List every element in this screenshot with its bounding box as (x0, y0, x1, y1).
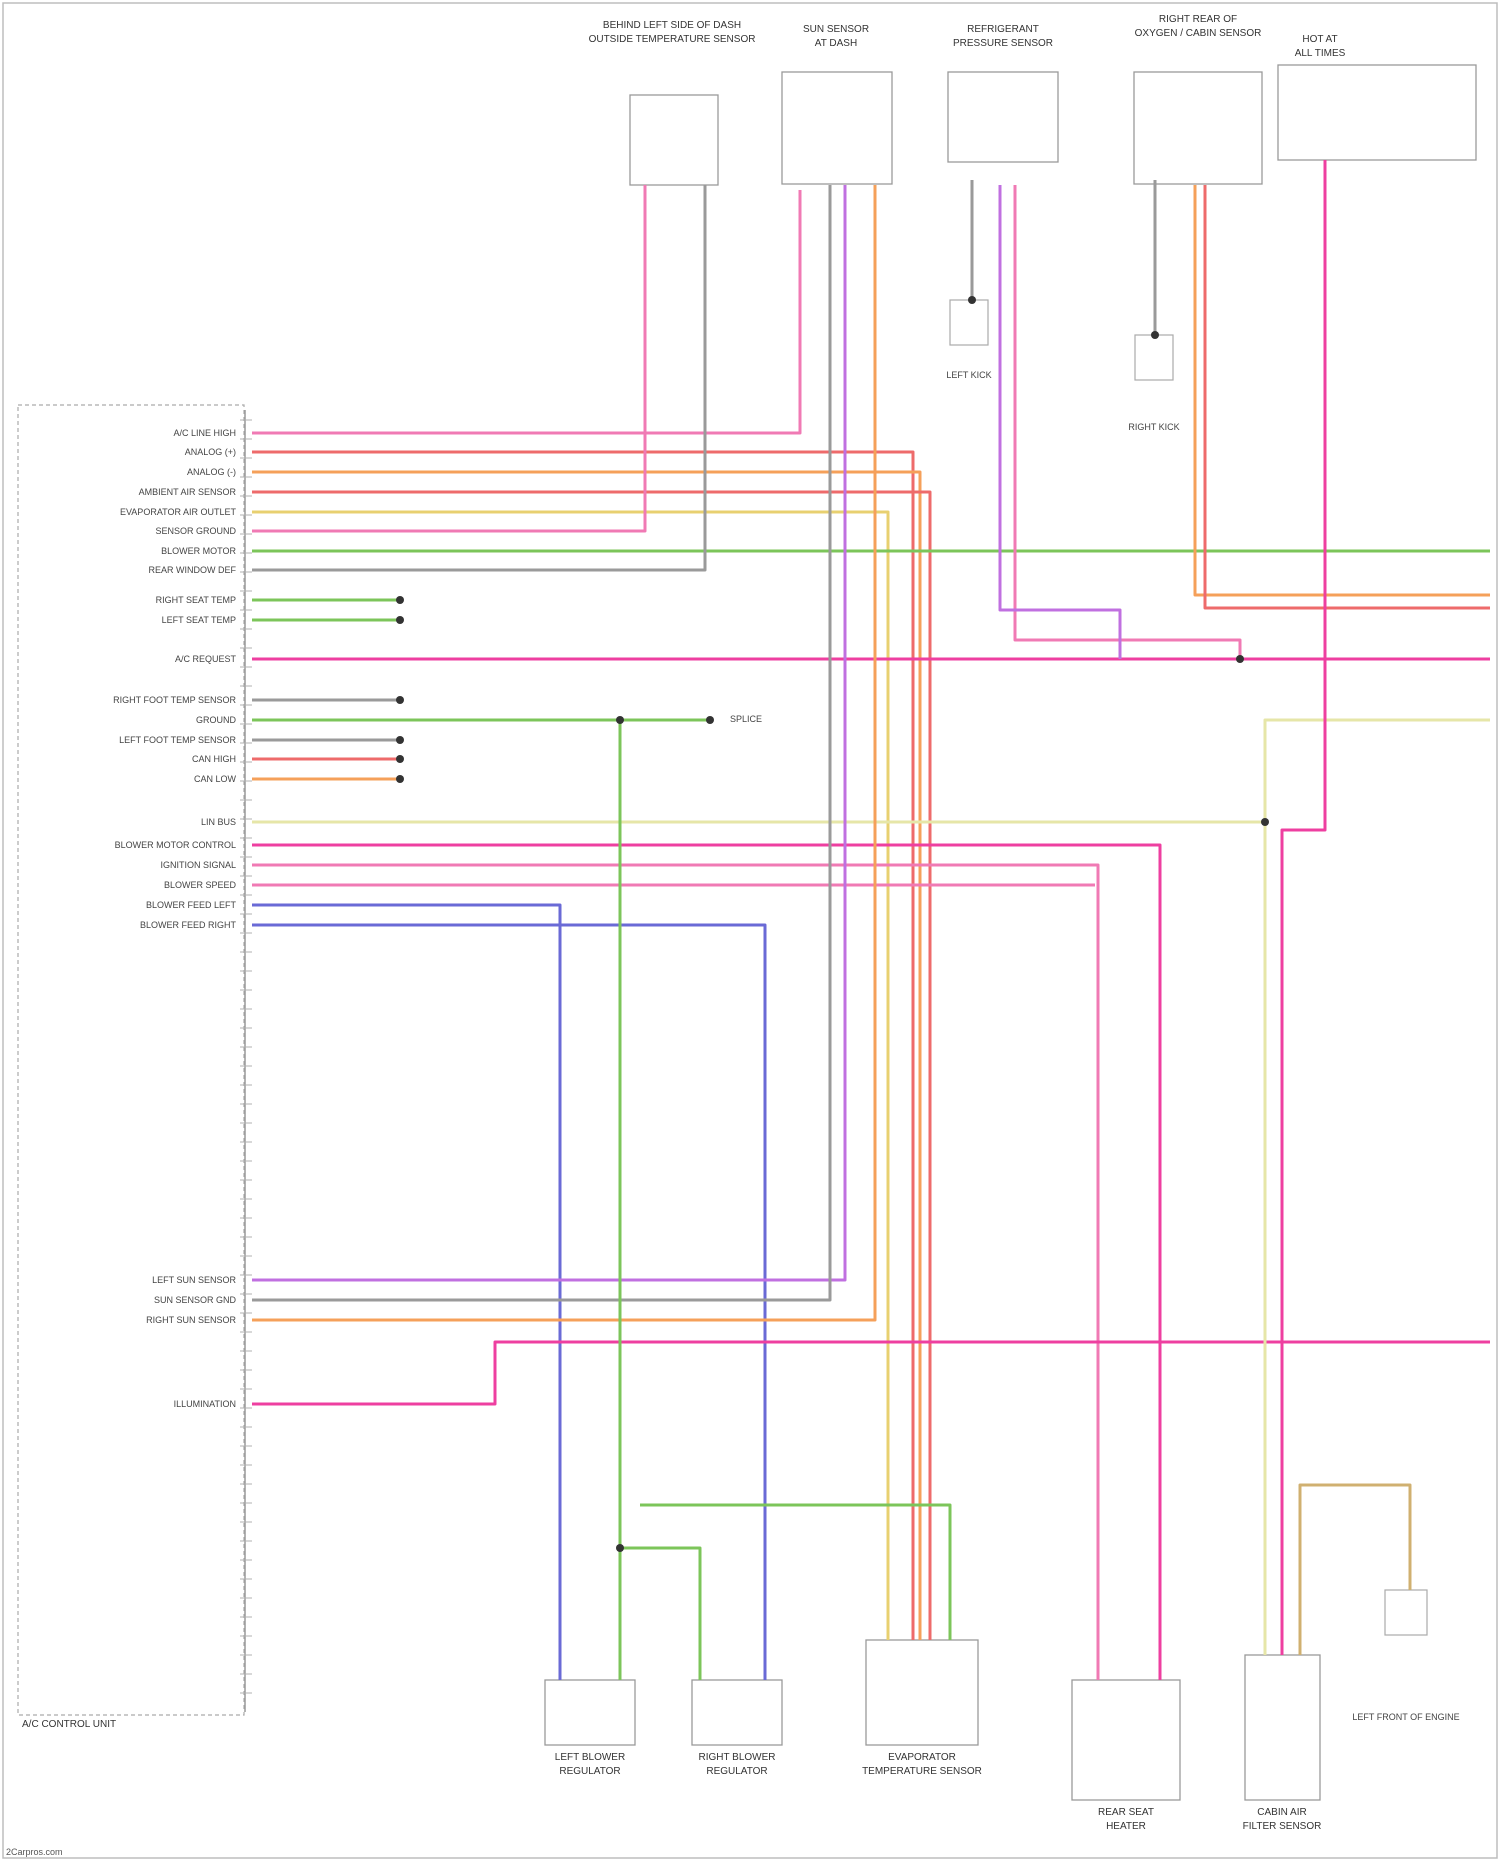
pin-label: ILLUMINATION (174, 1399, 236, 1409)
splice-dot (396, 596, 404, 604)
component-sub: REGULATOR (706, 1766, 767, 1777)
component-sub: REGULATOR (559, 1766, 620, 1777)
pin-label: SENSOR GROUND (155, 526, 236, 536)
component-sub: AT DASH (815, 38, 857, 49)
splice-label: SPLICE (730, 714, 762, 724)
pin-label: SUN SENSOR GND (154, 1295, 237, 1305)
pin-label: A/C LINE HIGH (173, 428, 236, 438)
pin-label: LEFT SEAT TEMP (162, 615, 236, 625)
pin-label: ANALOG (+) (185, 447, 236, 457)
pin-label: GROUND (196, 715, 236, 725)
pin-label: RIGHT FOOT TEMP SENSOR (113, 695, 236, 705)
pin-label: BLOWER SPEED (164, 880, 237, 890)
splice-dot (616, 716, 624, 724)
pin-label: AMBIENT AIR SENSOR (139, 487, 237, 497)
component-name: REFRIGERANT (967, 24, 1039, 35)
footer-watermark: 2Carpros.com (6, 1847, 63, 1857)
pin-label: A/C REQUEST (175, 654, 237, 664)
pin-label: ANALOG (-) (187, 467, 236, 477)
module-label: A/C CONTROL UNIT (22, 1719, 116, 1730)
splice-dot (616, 1544, 624, 1552)
component-sub: TEMPERATURE SENSOR (862, 1766, 982, 1777)
ground-label: LEFT FRONT OF ENGINE (1352, 1712, 1459, 1722)
splice-dot (396, 755, 404, 763)
component-sub: PRESSURE SENSOR (953, 38, 1053, 49)
component-name: RIGHT REAR OF (1159, 14, 1237, 25)
component-name: REAR SEAT (1098, 1807, 1154, 1818)
pin-label: RIGHT SUN SENSOR (146, 1315, 236, 1325)
component-name: BEHIND LEFT SIDE OF DASH (603, 20, 741, 31)
pin-label: EVAPORATOR AIR OUTLET (120, 507, 237, 517)
pin-label: RIGHT SEAT TEMP (156, 595, 236, 605)
pin-label: CAN HIGH (192, 754, 236, 764)
splice-dot (396, 616, 404, 624)
component-name: EVAPORATOR (888, 1752, 956, 1763)
pin-label: REAR WINDOW DEF (149, 565, 237, 575)
pin-label: BLOWER MOTOR (161, 546, 236, 556)
pin-label: CAN LOW (194, 774, 237, 784)
component-name: LEFT BLOWER (555, 1752, 625, 1763)
splice-dot (1236, 655, 1244, 663)
splice-dot (396, 775, 404, 783)
component-name: RIGHT BLOWER (698, 1752, 775, 1763)
ground-label: RIGHT KICK (1128, 422, 1179, 432)
pin-label: LIN BUS (201, 817, 236, 827)
splice-dot (1151, 331, 1159, 339)
pin-label: BLOWER FEED RIGHT (140, 920, 237, 930)
splice-dot (1261, 818, 1269, 826)
splice-dot (396, 696, 404, 704)
component-name: SUN SENSOR (803, 24, 869, 35)
splice-dot (968, 296, 976, 304)
pin-label: IGNITION SIGNAL (160, 860, 236, 870)
component-sub: OXYGEN / CABIN SENSOR (1135, 28, 1262, 39)
component-sub: ALL TIMES (1295, 48, 1346, 59)
ground-label: LEFT KICK (946, 370, 991, 380)
splice-dot (396, 736, 404, 744)
component-name: HOT AT (1302, 34, 1337, 45)
component-sub: HEATER (1106, 1821, 1146, 1832)
pin-label: BLOWER FEED LEFT (146, 900, 237, 910)
splice-dot (706, 716, 714, 724)
pin-label: BLOWER MOTOR CONTROL (115, 840, 236, 850)
pin-label: LEFT SUN SENSOR (152, 1275, 236, 1285)
component-sub: FILTER SENSOR (1243, 1821, 1322, 1832)
component-name: CABIN AIR (1257, 1807, 1306, 1818)
component-sub: OUTSIDE TEMPERATURE SENSOR (589, 34, 756, 45)
pin-label: LEFT FOOT TEMP SENSOR (119, 735, 236, 745)
